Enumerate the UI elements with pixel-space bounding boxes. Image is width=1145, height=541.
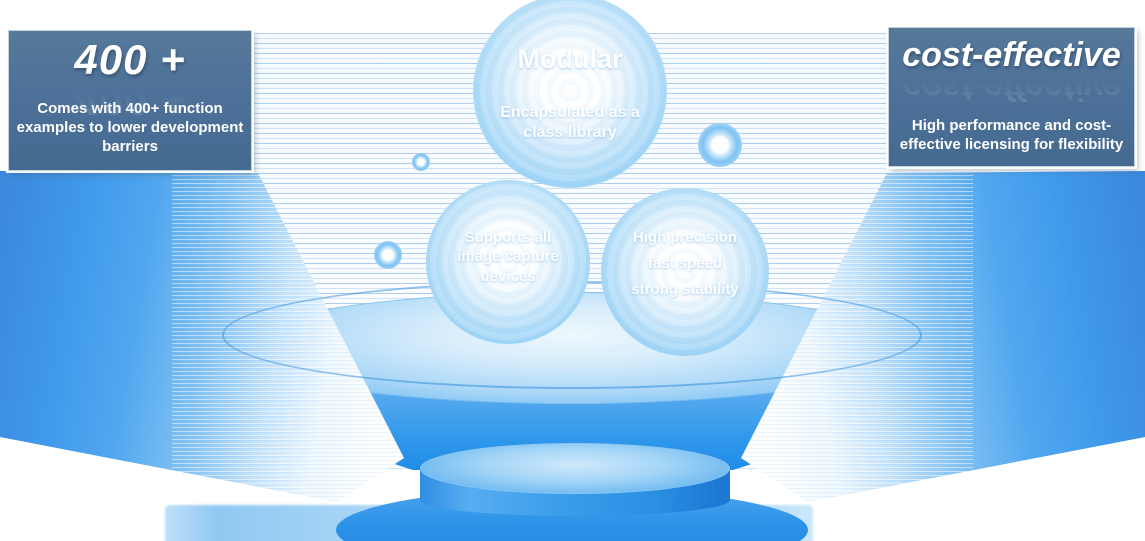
left-panel-title: 400 + <box>74 36 186 83</box>
precision-bubble: High precision fast speed strong stabili… <box>601 188 769 356</box>
capture-devices-bubble: Supports all image capture devices <box>426 180 590 344</box>
right-panel-title-wrap: cost-effective cost-effective <box>902 36 1121 107</box>
bubble-text-line: strong stability <box>631 281 739 299</box>
pedestal-top-ellipse <box>420 443 730 494</box>
bubble-text-line: High precision <box>632 228 738 246</box>
right-info-panel: cost-effective cost-effective High perfo… <box>888 27 1135 167</box>
right-panel-title: cost-effective <box>902 36 1121 74</box>
decorative-bubble-icon <box>698 123 742 167</box>
modular-bubble: Modular Modular Encapsulated as a class … <box>473 0 667 188</box>
left-panel-description: Comes with 400+ function examples to low… <box>16 99 244 155</box>
modular-bubble-subtitle: Encapsulated as a class library <box>500 103 640 141</box>
decorative-bubble-icon <box>374 241 402 269</box>
decorative-bubble-icon <box>412 153 430 171</box>
bubble-text-line: Supports all <box>464 229 552 247</box>
right-panel-title-reflection: cost-effective <box>902 68 1121 107</box>
left-panel-title-wrap: 400 + 400 + <box>74 36 186 125</box>
modular-bubble-title: Modular <box>517 44 623 75</box>
bubble-text-line: fast speed <box>647 254 723 272</box>
bubble-text-line: devices <box>480 267 536 285</box>
modular-title-reflection: Modular <box>517 71 623 102</box>
right-panel-description: High performance and cost-effective lice… <box>899 116 1124 153</box>
bubble-text-line: image capture <box>457 248 559 266</box>
left-panel-title-reflection: 400 + <box>74 77 186 125</box>
left-info-panel: 400 + 400 + Comes with 400+ function exa… <box>8 30 252 171</box>
